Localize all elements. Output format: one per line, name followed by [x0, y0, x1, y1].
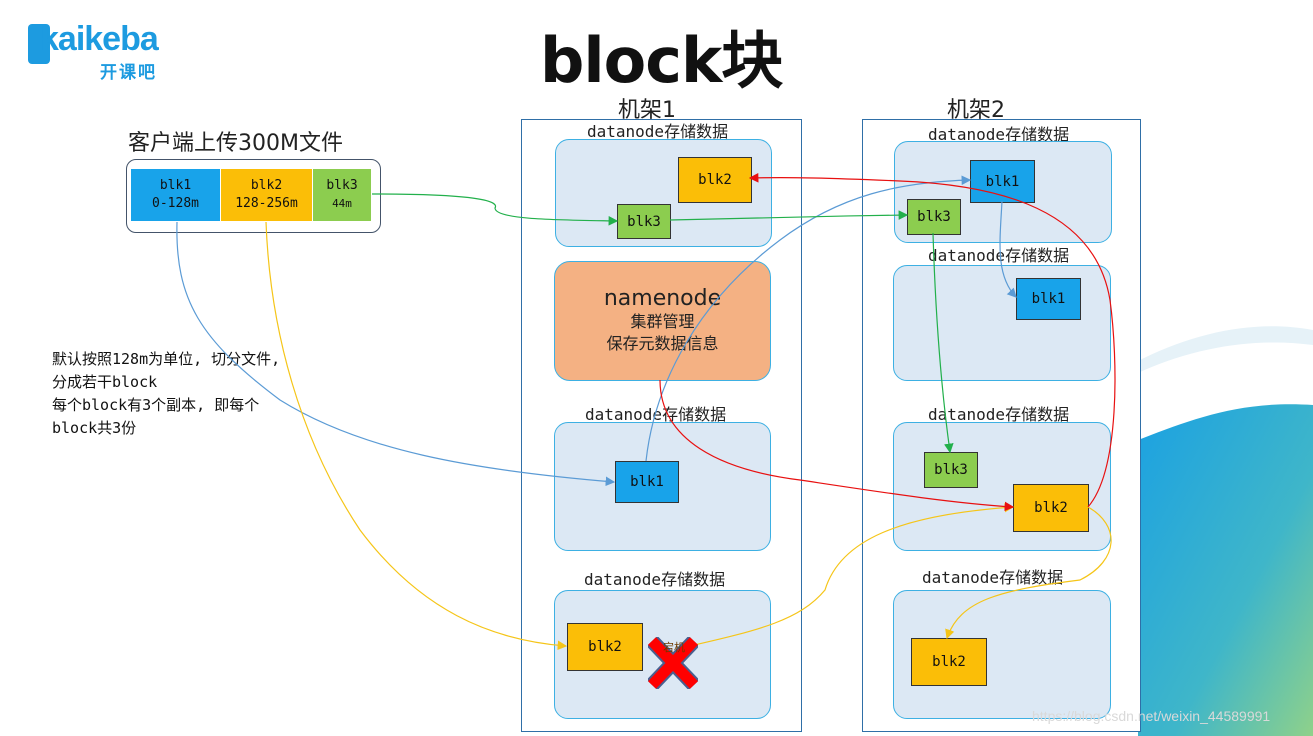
client-block-blk2: blk2 128-256m [221, 169, 312, 221]
wave-shape-light [1140, 326, 1313, 372]
rack1-dn1-blk2: blk2 [678, 157, 752, 203]
logo-subtitle: 开课吧 [100, 63, 157, 83]
rack2-dn4-label: datanode存储数据 [922, 568, 1064, 587]
arrow-red-rack2-to-rack1 [748, 172, 1116, 508]
rack2-dn1-label: datanode存储数据 [928, 125, 1070, 144]
arrow-red-namenode-to-rack2 [659, 379, 1015, 512]
arrow-blk2-to-rack1 [265, 221, 568, 651]
rack1-dn3-label: datanode存储数据 [584, 570, 726, 589]
rack1-dn1-blk3: blk3 [617, 204, 671, 239]
rack2-dn1-blk3: blk3 [907, 199, 961, 235]
client-block-range: 128-256m [235, 196, 298, 211]
rack2-dn3-label: datanode存储数据 [928, 405, 1070, 424]
rack1-dn3-blk2: blk2 [567, 623, 643, 671]
page-title: block块 [540, 24, 783, 97]
logo-mark-icon [28, 24, 50, 64]
arrow-blk1-rack2-dn1-to-dn2 [999, 200, 1017, 298]
arrow-blk1-to-rack1 [176, 221, 616, 487]
client-block-name: blk2 [250, 178, 283, 193]
rack2-dn3-blk2: blk2 [1013, 484, 1089, 532]
namenode-line2: 保存元数据信息 [606, 334, 719, 353]
client-block-range: 0-128m [152, 196, 199, 211]
rack2-dn3-blk3: blk3 [924, 452, 978, 488]
rack1-label: 机架1 [618, 98, 676, 123]
rack2-dn2-label: datanode存储数据 [928, 246, 1070, 265]
wave-shape [1138, 404, 1313, 736]
rack2-dn4-blk2: blk2 [911, 638, 987, 686]
rack2-label: 机架2 [947, 98, 1005, 123]
watermark: https://blog.csdn.net/weixin_44589991 [1032, 708, 1271, 724]
client-block-blk1: blk1 0-128m [131, 169, 220, 221]
client-block-blk3: blk3 44m [313, 169, 371, 221]
client-block-range: 44m [332, 197, 352, 210]
rack2-dn2-blk1: blk1 [1016, 278, 1081, 320]
rack1-dn1-label: datanode存储数据 [587, 122, 729, 141]
arrow-blk1-rack1-to-rack2 [645, 175, 972, 462]
namenode-box: namenode 集群管理 保存元数据信息 [554, 261, 771, 381]
failed-label: 宕机 [663, 641, 685, 654]
arrow-blk3-rack1-to-rack2 [669, 210, 909, 221]
namenode-line1: 集群管理 [630, 312, 695, 331]
arrow-blk2-rack1-to-rack2 [689, 502, 1015, 647]
logo-text: kaikeba [40, 20, 159, 58]
namenode-title: namenode [603, 286, 722, 311]
client-block-name: blk1 [159, 178, 192, 193]
client-block-name: blk3 [326, 178, 358, 193]
arrow-blk2-rack2-dn3-to-dn4 [945, 506, 1112, 640]
replication-note: 默认按照128m为单位, 切分文件, 分成若干block 每个block有3个副… [52, 350, 281, 437]
rack1-dn2-blk1: blk1 [615, 461, 679, 503]
arrow-blk3-rack2-dn1-to-dn3 [932, 232, 954, 454]
failed-x-icon [648, 637, 698, 689]
arrow-blk3-to-rack1 [371, 193, 619, 226]
client-label: 客户端上传300M文件 [128, 131, 343, 156]
